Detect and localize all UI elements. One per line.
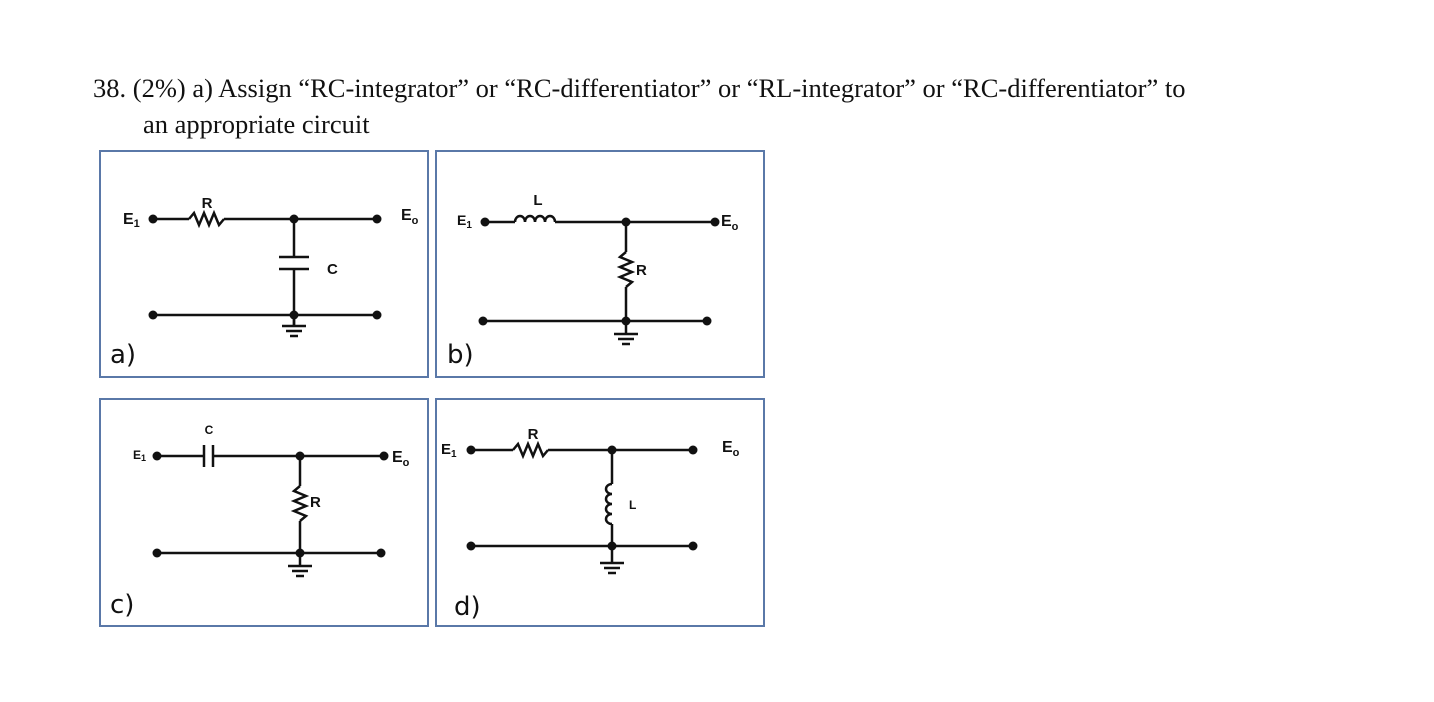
output-terminal-label: Eo — [721, 213, 739, 233]
circuit-c-diagram: E1 Eo C R — [133, 423, 410, 578]
input-terminal-label: E1 — [457, 212, 472, 231]
shunt-component-label: L — [629, 498, 636, 512]
circuit-panel-d: E1 Eo R L d) — [435, 398, 765, 627]
series-component-label: R — [202, 195, 213, 212]
circuit-d-diagram: E1 Eo R L — [441, 426, 740, 575]
circuit-a-diagram: E1 Eo R C — [123, 195, 419, 338]
shunt-component-label: R — [636, 262, 647, 279]
shunt-component-label: C — [327, 261, 338, 278]
question-line-1: 38. (2%) a) Assign “RC-integrator” or “R… — [93, 73, 1186, 103]
resistor-symbol — [512, 440, 549, 460]
question-text: 38. (2%) a) Assign “RC-integrator” or “R… — [93, 70, 1413, 142]
panel-label-d: d) — [454, 592, 481, 622]
circuit-panel-a: E1 Eo R C a) — [99, 150, 429, 378]
output-terminal-label: Eo — [401, 207, 419, 227]
series-component-label: R — [528, 426, 539, 443]
inductor-symbol — [604, 482, 613, 526]
output-terminal-label: Eo — [722, 439, 740, 459]
input-terminal-label: E1 — [133, 448, 146, 463]
circuit-b-diagram: E1 Eo L R — [457, 192, 739, 346]
output-terminal-label: Eo — [392, 449, 410, 469]
panel-label-b: b) — [447, 340, 474, 370]
series-component-label: C — [205, 423, 214, 437]
resistor-symbol — [188, 209, 225, 229]
inductor-symbol — [513, 214, 557, 223]
circuit-panel-c: E1 Eo C R c) — [99, 398, 429, 627]
resistor-symbol — [290, 485, 310, 522]
resistor-symbol — [616, 251, 636, 288]
input-terminal-label: E1 — [123, 211, 140, 230]
panel-label-c: c) — [110, 590, 135, 620]
panel-label-a: a) — [110, 340, 137, 370]
question-line-2: an appropriate circuit — [143, 109, 370, 139]
shunt-component-label: R — [310, 494, 321, 511]
series-component-label: L — [533, 192, 542, 209]
circuit-panel-b: E1 Eo L R b) — [435, 150, 765, 378]
input-terminal-label: E1 — [441, 441, 457, 460]
